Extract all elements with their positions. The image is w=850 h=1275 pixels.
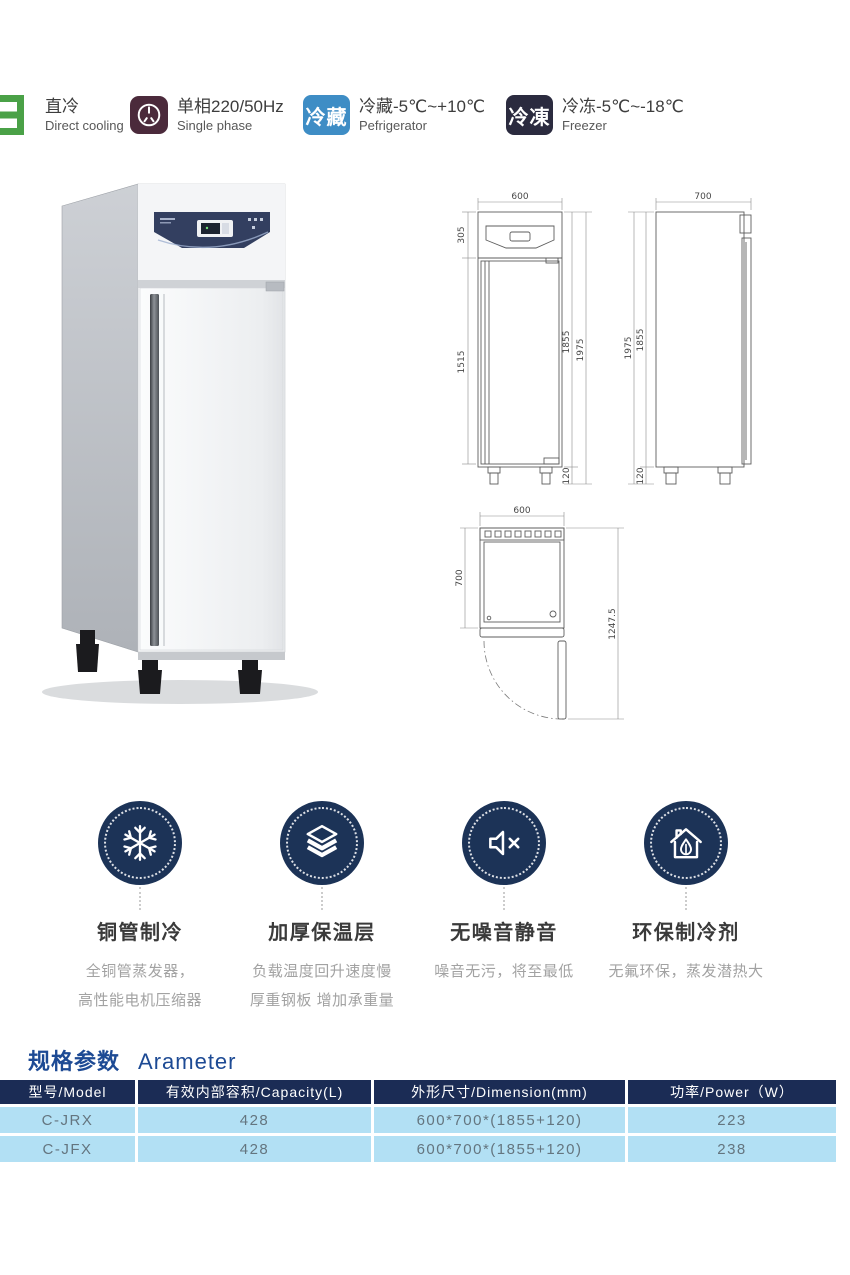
feature-line: 高性能电机压缩器 xyxy=(77,992,202,1009)
freezer-chip: 冷凍 xyxy=(506,95,553,135)
badge-zh: 单相220/50Hz xyxy=(177,97,284,117)
dim-front-leg: 120 xyxy=(562,467,572,484)
dim-side-body-height: 1855 xyxy=(636,329,646,352)
dim-front-width: 600 xyxy=(511,192,528,202)
dim-front-top-section: 305 xyxy=(457,226,467,243)
badge-zh: 直冷 xyxy=(45,97,79,117)
spec-row-cjrx: C-JRX 428 600*700*(1855+120) 223 xyxy=(0,1107,836,1133)
dim-side-leg: 120 xyxy=(636,467,646,484)
cell-power: 238 xyxy=(628,1136,836,1162)
feature-title: 无噪音静音 xyxy=(450,922,558,944)
product-photo xyxy=(42,183,318,704)
cell-capacity: 428 xyxy=(138,1136,371,1162)
spec-section-title: 规格参数 Arameter xyxy=(28,1044,237,1076)
feature-insulation: 加厚保温层 负载温度回升速度慢 厚重钢板 增加承重量 xyxy=(231,801,413,1015)
spec-title-en: Arameter xyxy=(138,1049,237,1074)
dim-top-depth: 700 xyxy=(455,569,465,586)
dim-side-depth: 700 xyxy=(694,192,711,202)
spec-table: 型号/Model 有效内部容积/Capacity(L) 外形尺寸/Dimensi… xyxy=(0,1080,836,1165)
snowflake-icon xyxy=(98,801,182,885)
dim-front-body-height: 1855 xyxy=(562,331,572,354)
feature-title: 环保制冷剂 xyxy=(632,922,740,944)
feature-line: 无氟环保，蒸发潜热大 xyxy=(608,963,764,980)
dim-front-total-height: 1975 xyxy=(576,339,586,362)
feature-title: 加厚保温层 xyxy=(268,922,376,944)
feature-line: 负载温度回升速度慢 xyxy=(252,963,392,980)
badge-freezer: 冷凍 冷冻-5℃~-18℃ Freezer xyxy=(506,92,684,138)
dotted-connector xyxy=(321,887,323,910)
top-view-drawing: 600 700 1247.5 xyxy=(455,506,624,720)
power-plug-icon xyxy=(130,96,168,134)
dotted-connector xyxy=(503,887,505,910)
header-power: 功率/Power（W） xyxy=(628,1080,836,1104)
feature-line: 厚重钢板 增加承重量 xyxy=(249,992,395,1009)
cell-model: C-JFX xyxy=(0,1136,135,1162)
feature-title: 铜管制冷 xyxy=(97,922,183,944)
badge-refrigerator: 冷藏 冷藏-5℃~+10℃ Pefrigerator xyxy=(303,92,485,138)
badge-zh: 冷藏-5℃~+10℃ xyxy=(359,97,486,117)
badge-en: Direct cooling xyxy=(45,117,124,133)
feature-eco-refrigerant: 环保制冷剂 无氟环保，蒸发潜热大 xyxy=(595,801,777,1015)
feature-list: 铜管制冷 全铜管蒸发器， 高性能电机压缩器 加厚保温层 负载温度回升速度慢 厚重… xyxy=(49,801,777,1015)
feature-copper-cooling: 铜管制冷 全铜管蒸发器， 高性能电机压缩器 xyxy=(49,801,231,1015)
badge-en: Freezer xyxy=(562,117,607,133)
header-dimension: 外形尺寸/Dimension(mm) xyxy=(374,1080,625,1104)
badge-en: Pefrigerator xyxy=(359,117,427,133)
dotted-connector xyxy=(685,887,687,910)
cell-power: 223 xyxy=(628,1107,836,1133)
spec-header-row: 型号/Model 有效内部容积/Capacity(L) 外形尺寸/Dimensi… xyxy=(0,1080,836,1104)
front-view-drawing: 600 305 1515 1855 1975 120 xyxy=(457,192,592,485)
cell-dimension: 600*700*(1855+120) xyxy=(374,1136,625,1162)
badge-en: Single phase xyxy=(177,117,253,133)
refrigerator-chip: 冷藏 xyxy=(303,95,350,135)
cell-model: C-JRX xyxy=(0,1107,135,1133)
mute-icon xyxy=(462,801,546,885)
feature-line: 噪音无污，将至最低 xyxy=(434,963,574,980)
feature-line: 全铜管蒸发器， xyxy=(85,963,195,980)
header-capacity: 有效内部容积/Capacity(L) xyxy=(138,1080,371,1104)
badge-single-phase: 单相220/50Hz Single phase xyxy=(130,92,284,138)
badge-zh: 冷冻-5℃~-18℃ xyxy=(562,97,684,117)
side-view-drawing: 700 1975 1855 120 xyxy=(624,192,752,485)
layers-icon xyxy=(280,801,364,885)
eco-house-icon xyxy=(644,801,728,885)
coil-icon xyxy=(0,95,24,135)
cell-dimension: 600*700*(1855+120) xyxy=(374,1107,625,1133)
cell-capacity: 428 xyxy=(138,1107,371,1133)
spec-title-zh: 规格参数 xyxy=(28,1049,121,1074)
feature-silent: 无噪音静音 噪音无污，将至最低 xyxy=(413,801,595,1015)
spec-row-cjfx: C-JFX 428 600*700*(1855+120) 238 xyxy=(0,1136,836,1162)
badge-direct-cooling: 直冷 Direct cooling xyxy=(0,92,124,138)
header-model: 型号/Model xyxy=(0,1080,135,1104)
dim-front-door: 1515 xyxy=(457,351,467,374)
dim-side-total-height: 1975 xyxy=(624,337,634,360)
dotted-connector xyxy=(139,887,141,910)
dim-top-total-depth: 1247.5 xyxy=(608,608,618,640)
dim-top-width: 600 xyxy=(513,506,530,516)
